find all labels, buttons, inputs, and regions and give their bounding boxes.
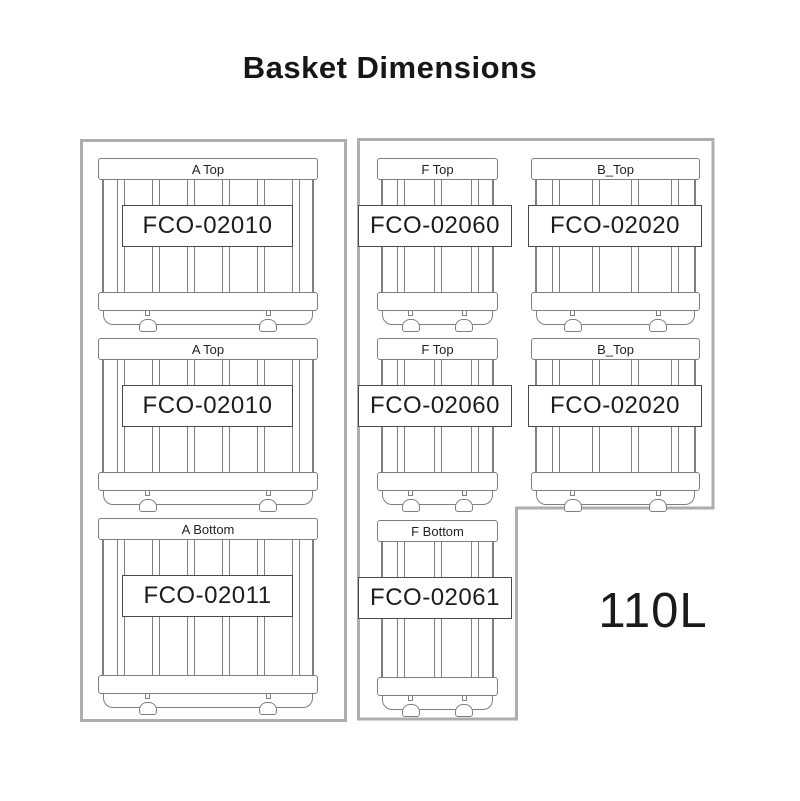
basket-bottom-bar (377, 677, 498, 696)
basket-b-top-2: B_Top FCO-02020 (528, 338, 702, 512)
basket-f-top-1: F Top FCO-02060 (358, 158, 512, 332)
basket-part-band: FCO-02061 (358, 577, 512, 619)
basket-top-bar: B_Top (531, 158, 700, 180)
basket-bottom-bar (377, 472, 498, 491)
basket-part-number: FCO-02010 (142, 212, 273, 239)
basket-a-bottom: A Bottom FCO-02011 (98, 518, 318, 715)
basket-top-label: B_Top (597, 161, 634, 177)
basket-base (382, 487, 493, 512)
basket-bottom-bar (531, 472, 700, 491)
left-panel-border: A Top FCO-02010 A Top FCO-02010 (80, 139, 347, 722)
basket-bottom-bar (98, 675, 318, 694)
right-panel: F Top FCO-02060 B_Top FCO-02020 (357, 138, 715, 721)
basket-top-bar: B_Top (531, 338, 700, 360)
basket-part-band: FCO-02060 (358, 385, 512, 427)
basket-top-bar: A Top (98, 158, 318, 180)
basket-top-label: B_Top (597, 341, 634, 357)
basket-top-bar: A Bottom (98, 518, 318, 540)
basket-bottom-bar (98, 472, 318, 491)
basket-top-bar: F Top (377, 338, 498, 360)
basket-top-bar: A Top (98, 338, 318, 360)
basket-top-label: A Top (191, 161, 225, 177)
basket-base (382, 307, 493, 332)
basket-part-number: FCO-02020 (550, 212, 680, 239)
basket-a-top-2: A Top FCO-02010 (98, 338, 318, 512)
basket-base (103, 307, 313, 332)
basket-top-label: F Top (421, 341, 454, 357)
basket-top-label: F Top (421, 161, 454, 177)
basket-base (536, 307, 695, 332)
basket-part-number: FCO-02060 (370, 212, 500, 239)
basket-part-band: FCO-02011 (122, 575, 293, 617)
basket-part-number: FCO-02061 (370, 584, 500, 611)
basket-part-band: FCO-02020 (528, 205, 702, 247)
capacity-label: 110L (598, 584, 708, 638)
basket-top-bar: F Top (377, 158, 498, 180)
basket-bottom-bar (531, 292, 700, 311)
basket-top-label: A Top (191, 341, 225, 357)
basket-part-band: FCO-02010 (122, 385, 293, 427)
basket-part-number: FCO-02010 (142, 392, 273, 419)
basket-a-top-1: A Top FCO-02010 (98, 158, 318, 332)
basket-top-label: F Bottom (411, 523, 464, 539)
right-panel-border (357, 138, 715, 721)
basket-part-band: FCO-02020 (528, 385, 702, 427)
basket-part-number: FCO-02011 (143, 582, 272, 609)
basket-bottom-bar (98, 292, 318, 311)
basket-part-number: FCO-02020 (550, 392, 680, 419)
basket-base (103, 487, 313, 512)
basket-f-bottom: F Bottom FCO-02061 (358, 520, 512, 717)
basket-part-number: FCO-02060 (370, 392, 500, 419)
basket-base (103, 690, 313, 715)
page-title: Basket Dimensions (242, 50, 538, 85)
basket-top-bar: F Bottom (377, 520, 498, 542)
basket-part-band: FCO-02010 (122, 205, 293, 247)
basket-f-top-2: F Top FCO-02060 (358, 338, 512, 512)
basket-part-band: FCO-02060 (358, 205, 512, 247)
basket-top-label: A Bottom (181, 521, 235, 537)
basket-base (382, 692, 493, 717)
basket-b-top-1: B_Top FCO-02020 (528, 158, 702, 332)
basket-bottom-bar (377, 292, 498, 311)
basket-base (536, 487, 695, 512)
